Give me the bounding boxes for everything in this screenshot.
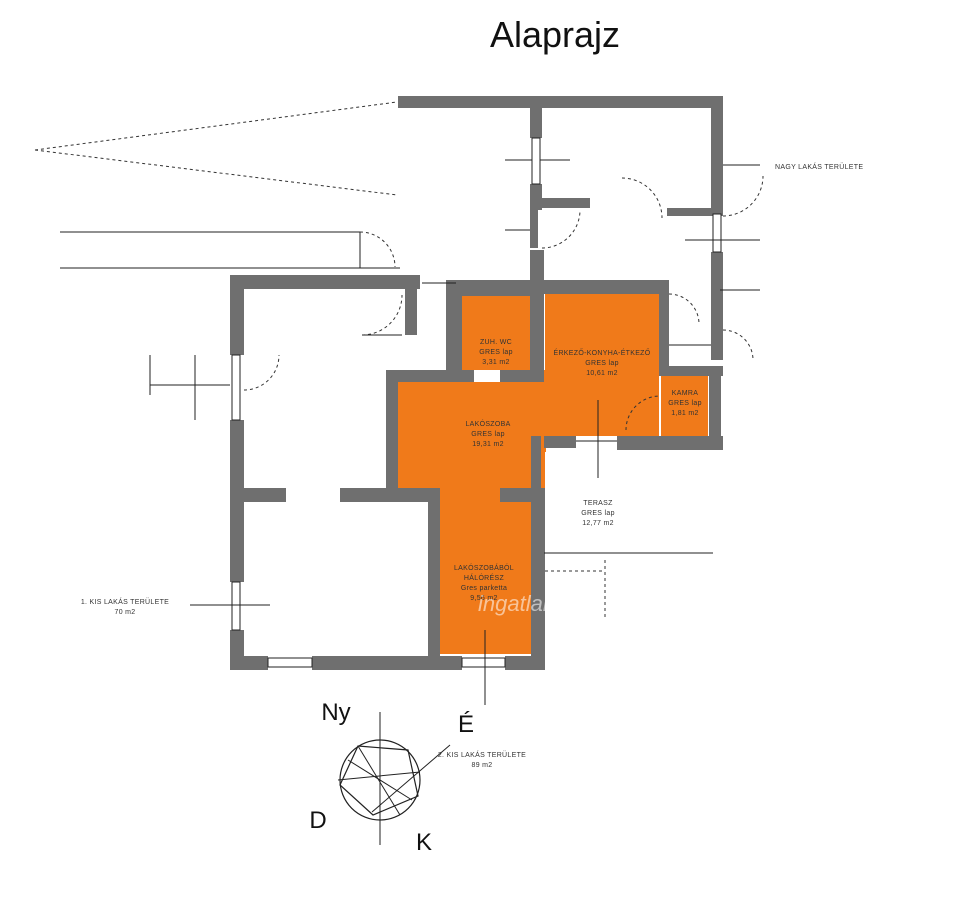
compass-south-label: D (309, 807, 326, 834)
label-terasz-floor: GRES lap (581, 510, 615, 517)
label-haloresz-area: 9,56 m2 (470, 595, 497, 602)
label-kis-lakas-2-area: 89 m2 (472, 762, 493, 769)
room-kamra (661, 376, 708, 436)
label-zuhanyzo-floor: GRES lap (479, 349, 513, 356)
label-haloresz-name1: LAKÓSZOBÁBÓL (454, 563, 514, 572)
walls (230, 96, 723, 670)
label-lakoszoba-floor: GRES lap (471, 431, 505, 438)
compass: Ny É D K (309, 699, 474, 856)
room-haloresz (440, 488, 531, 654)
openings (149, 137, 764, 705)
label-kamra-floor: GRES lap (668, 400, 702, 407)
compass-north-label: É (458, 711, 474, 738)
label-kis-lakas-2-name: 2. KIS LAKÁS TERÜLETE (438, 750, 526, 759)
label-haloresz-name2: HÁLÓRÉSZ (464, 573, 505, 582)
compass-west-label: Ny (321, 699, 350, 726)
label-etkezo-area: 10,61 m2 (586, 370, 618, 377)
area-labels: NAGY LAKÁS TERÜLETE 1. KIS LAKÁS TERÜLET… (81, 162, 863, 769)
room-zuhanyzo (462, 296, 530, 370)
page-title: Alaprajz (490, 14, 620, 55)
label-zuhanyzo-name: ZUH. WC (480, 339, 512, 346)
room-etkezo (545, 294, 659, 436)
label-etkezo-floor: GRES lap (585, 360, 619, 367)
compass-east-label: K (416, 829, 432, 856)
room-labels: ZUH. WC GRES lap 3,31 m2 ÉRKEZŐ-KONYHA-É… (454, 339, 702, 602)
label-etkezo-name: ÉRKEZŐ-KONYHA-ÉTKEZŐ (553, 348, 650, 357)
label-terasz-name: TERASZ (583, 500, 613, 507)
perspective-lines (34, 101, 570, 269)
label-kamra-area: 1,81 m2 (671, 410, 698, 417)
label-lakoszoba-area: 19,31 m2 (472, 441, 504, 448)
label-kis-lakas-1-area: 70 m2 (115, 609, 136, 616)
label-kis-lakas-1-name: 1. KIS LAKÁS TERÜLETE (81, 597, 169, 606)
label-lakoszoba-name: LAKÓSZOBA (465, 419, 510, 428)
label-haloresz-floor: Gres parketta (461, 585, 507, 592)
label-terasz-area: 12,77 m2 (582, 520, 614, 527)
label-nagy-lakas: NAGY LAKÁS TERÜLETE (775, 162, 863, 171)
label-zuhanyzo-area: 3,31 m2 (482, 359, 509, 366)
label-kamra-name: KAMRA (672, 390, 698, 397)
watermark: ingatlan (478, 591, 555, 616)
